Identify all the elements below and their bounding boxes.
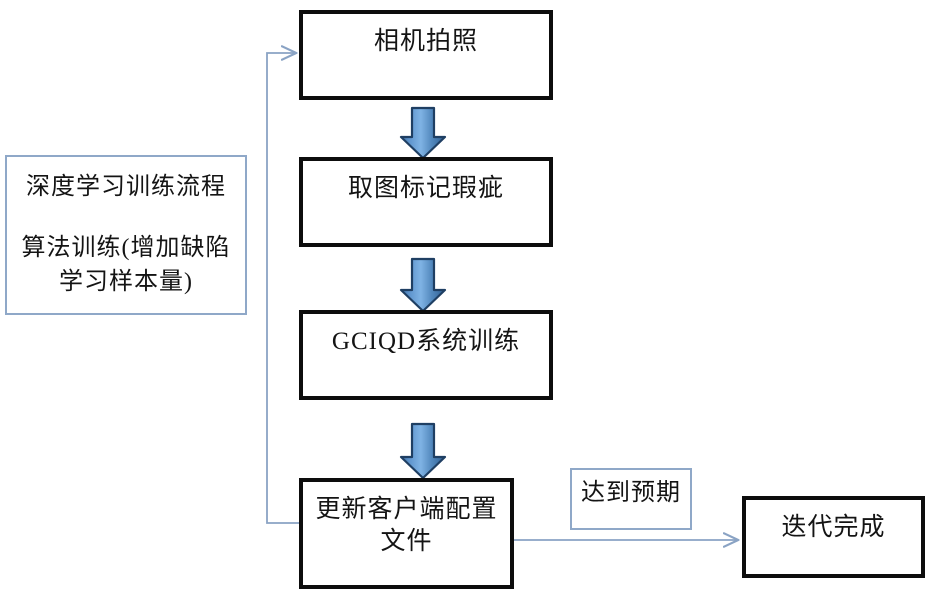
node-iteration-complete-label: 迭代完成	[781, 514, 886, 541]
note-training-process: 深度学习训练流程 算法训练(增加缺陷 学习样本量)	[5, 155, 247, 315]
arrow-down-3	[399, 422, 447, 480]
edge-label-meets-expectation-text: 达到预期	[581, 480, 681, 506]
node-iteration-complete[interactable]: 迭代完成	[742, 496, 925, 578]
arrow-down-2	[399, 257, 447, 313]
arrow-down-1	[399, 106, 447, 160]
node-update-client-config[interactable]: 更新客户端配置 文件	[299, 478, 514, 589]
node-mark-defect[interactable]: 取图标记瑕疵	[299, 157, 553, 247]
node-mark-defect-label: 取图标记瑕疵	[347, 175, 504, 202]
feedback-connector	[266, 53, 299, 524]
node-camera-capture-label: 相机拍照	[373, 28, 478, 55]
node-gciqd-training-label: GCIQD系统训练	[331, 328, 521, 355]
edge-label-meets-expectation: 达到预期	[570, 468, 692, 530]
node-camera-capture[interactable]: 相机拍照	[299, 10, 553, 100]
node-update-client-config-label: 更新客户端配置 文件	[315, 496, 498, 555]
note-training-process-line2: 算法训练(增加缺陷 学习样本量)	[21, 234, 231, 296]
node-gciqd-training[interactable]: GCIQD系统训练	[299, 310, 553, 400]
note-training-process-line1: 深度学习训练流程	[26, 173, 226, 200]
